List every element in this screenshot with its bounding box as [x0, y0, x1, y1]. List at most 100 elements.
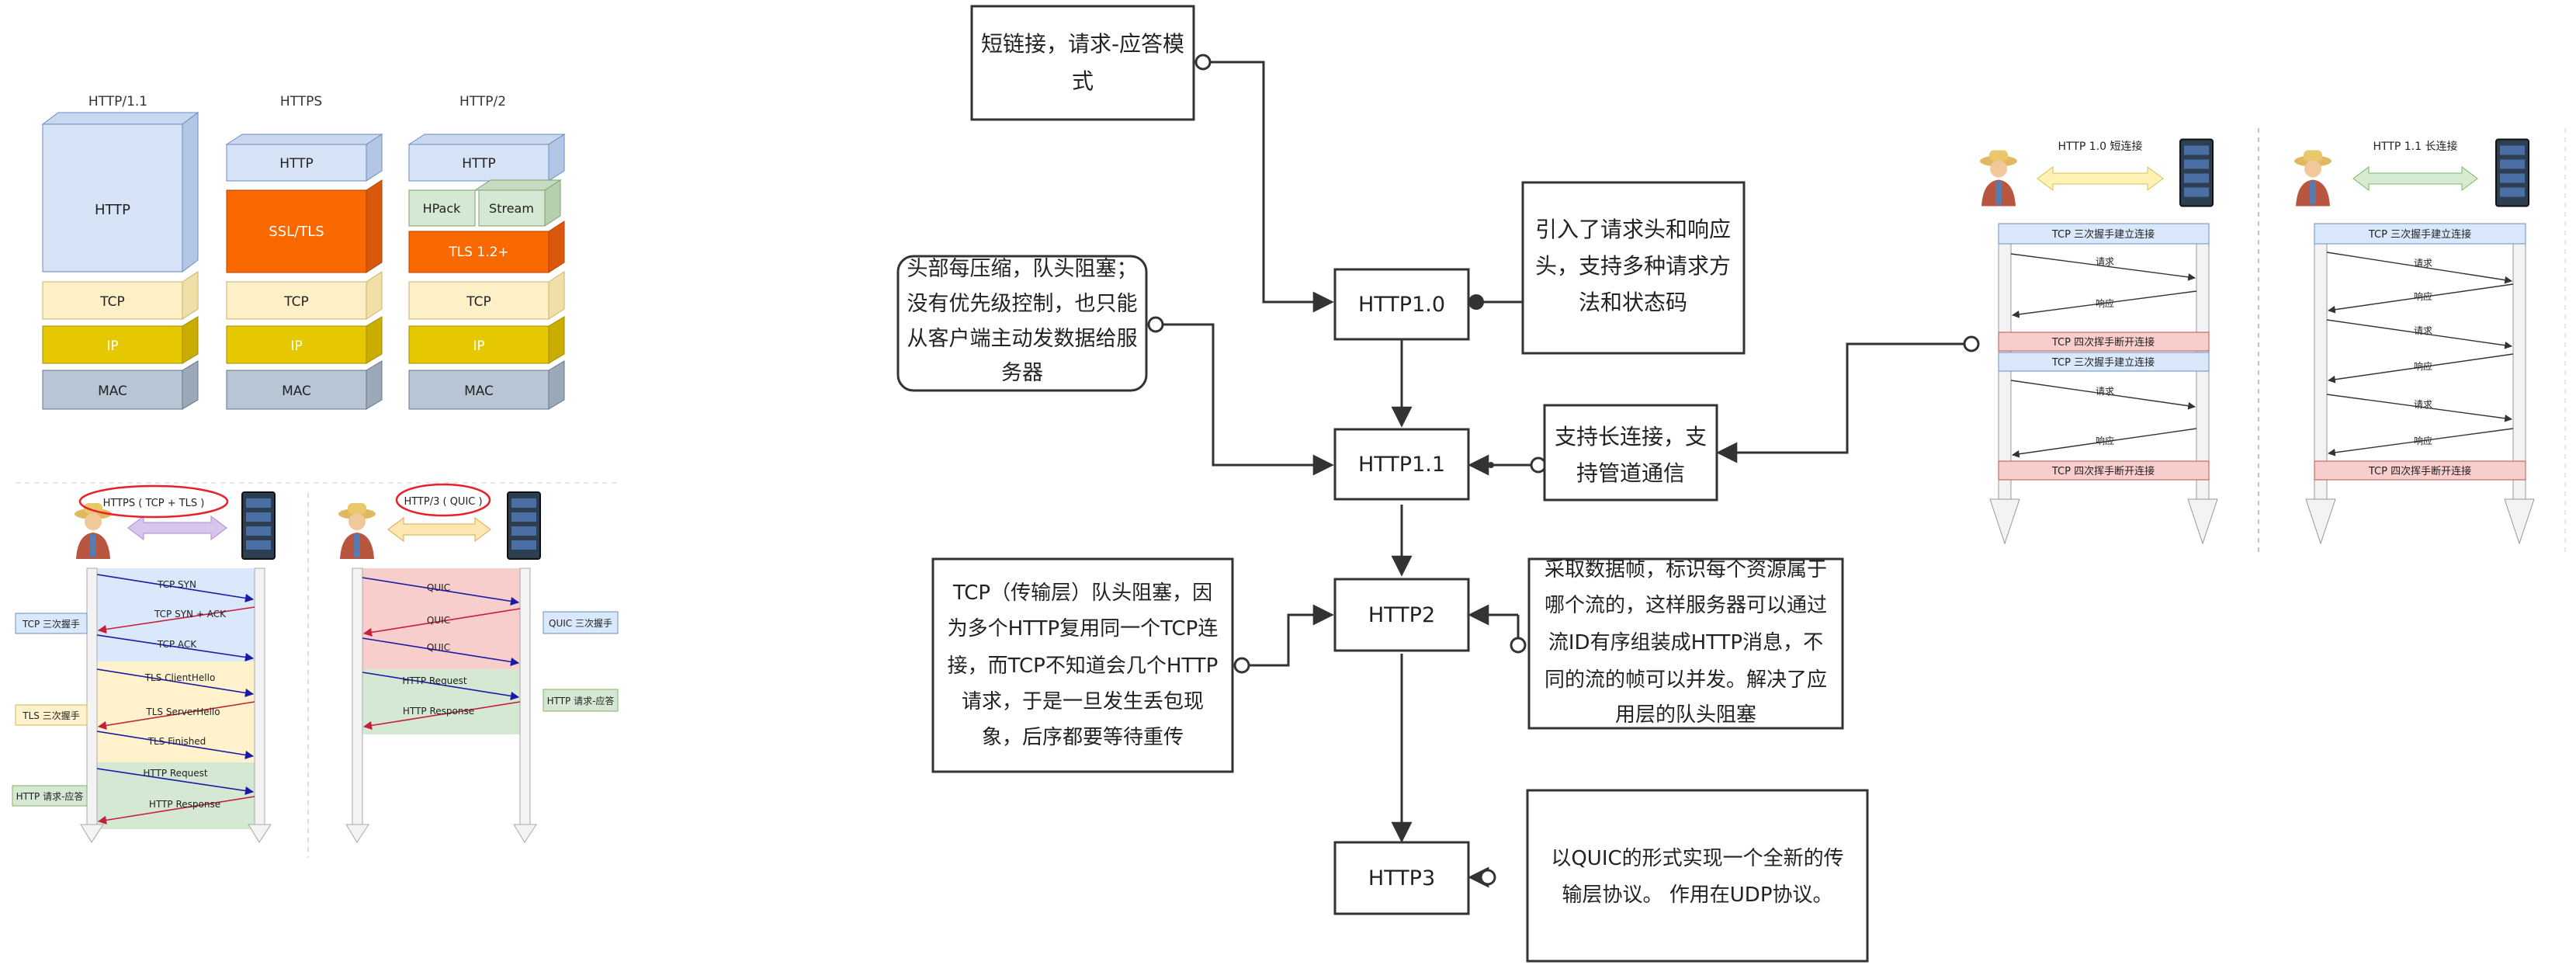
- seq-http3-title: HTTP/3 ( QUIC ): [404, 496, 482, 508]
- msg-label: TLS Finished: [147, 736, 206, 747]
- client-person-icon: [2294, 150, 2332, 207]
- layer-label: TLS 1.2+: [448, 245, 508, 260]
- msg-label: QUIC: [427, 642, 450, 653]
- note-line: 用层的队头阻塞: [1615, 703, 1756, 727]
- note-line: 头，支持多种请求方: [1535, 253, 1731, 279]
- stack-title-https: HTTPS: [280, 94, 322, 109]
- row-label: TCP 三次握手建立连接: [2368, 228, 2471, 241]
- row-label: 请求: [2096, 256, 2114, 267]
- layer-http: [408, 144, 550, 182]
- note-line: 式: [1072, 68, 1094, 94]
- msg-label: HTTP Response: [403, 706, 474, 717]
- node-label: HTTP2: [1368, 603, 1435, 627]
- row-label: TCP 四次挥手断开连接: [2051, 465, 2155, 477]
- layer-tcp: [226, 281, 367, 320]
- note-line: 同的流的帧可以并发。解决了应: [1545, 668, 1827, 692]
- phase-label: TCP 三次握手: [22, 618, 80, 630]
- layer-tcp: [408, 281, 550, 320]
- note-line: 没有优先级控制，也只能: [907, 292, 1138, 316]
- msg-label: TCP ACK: [157, 639, 197, 650]
- layer-ip: [226, 325, 367, 364]
- note-line: 流ID有序组装成HTTP消息，不: [1548, 631, 1823, 654]
- note-line: 请求，于是一旦发生丢包现: [962, 690, 1204, 713]
- node-http11: [1333, 428, 1470, 501]
- msg-label: TCP SYN + ACK: [154, 609, 227, 620]
- layer-label: HTTP: [462, 156, 496, 172]
- note-line: 短链接，请求-应答模: [981, 31, 1184, 57]
- note-line: 持管道通信: [1576, 460, 1685, 486]
- layer-label: IP: [106, 338, 118, 354]
- row-label: 响应: [2096, 297, 2114, 309]
- note-http2-desc: [1527, 557, 1844, 730]
- server-icon: [2179, 138, 2214, 207]
- layer-ip: [42, 325, 183, 364]
- msg-label: QUIC: [427, 615, 450, 626]
- layer-ip: [408, 325, 550, 364]
- phase-label: HTTP 请求-应答: [16, 790, 84, 802]
- note-line: 引入了请求头和响应: [1535, 217, 1731, 242]
- layer-label: HTTP: [279, 156, 314, 172]
- row-label: 请求: [2414, 399, 2432, 410]
- note-line: 为多个HTTP复用同一个TCP连: [948, 617, 1219, 640]
- conn-long-title: HTTP 1.1 长连接: [2373, 140, 2458, 153]
- stack-col-http2: HTTP HPack Stream TLS 1.2+ TCP IP MAC: [407, 134, 566, 410]
- conn-short-title: HTTP 1.0 短连接: [2058, 140, 2143, 153]
- stack-col-http11: HTTP TCP IP MAC: [41, 112, 199, 410]
- row-label: TCP 四次挥手断开连接: [2368, 465, 2471, 477]
- server-icon: [507, 491, 541, 560]
- row-label: TCP 三次握手建立连接: [2051, 356, 2155, 369]
- node-http2: [1333, 578, 1470, 652]
- note-line: 支持长连接，支: [1555, 424, 1707, 450]
- msg-label: QUIC: [427, 582, 450, 593]
- layer-label: TCP: [466, 294, 491, 310]
- note-line: 接，而TCP不知道会几个HTTP: [948, 654, 1219, 678]
- note-http10-desc: [1521, 181, 1746, 355]
- layer-label: SSL/TLS: [269, 224, 324, 240]
- msg-label: TCP SYN: [157, 579, 196, 590]
- stack-col-https: HTTP SSL/TLS TCP IP MAC: [225, 134, 383, 410]
- row-label: 响应: [2414, 360, 2432, 372]
- protocol-stack: HTTP/1.1 HTTP TCP IP MAC HTTPS HTTP SSL/…: [41, 94, 566, 410]
- node-label: HTTP1.0: [1358, 293, 1445, 317]
- row-label: 响应: [2414, 290, 2432, 302]
- note-tcp-hol: [931, 557, 1234, 773]
- node-http10: [1333, 268, 1470, 341]
- stack-title-http11: HTTP/1.1: [88, 94, 147, 109]
- note-line: TCP（传输层）队头阻塞，因: [952, 581, 1212, 605]
- evolution-flow: 短链接，请求-应答模 式 HTTP1.0 引入了请求头和响应 头，支持多种请求方…: [896, 5, 1980, 963]
- layer-label: MAC: [464, 384, 494, 399]
- msg-label: HTTP Request: [143, 768, 208, 779]
- layer-http: [226, 144, 367, 182]
- row-label: TCP 三次握手建立连接: [2051, 228, 2155, 241]
- layer-label: HTTP: [95, 202, 130, 218]
- layer-label: Stream: [489, 201, 534, 216]
- layer-label: IP: [290, 338, 302, 354]
- stack-title-http2: HTTP/2: [459, 94, 506, 109]
- note-line: 务器: [1001, 361, 1043, 385]
- conn-long: HTTP 1.1 长连接 TCP 三次握手建立连接 请求 响应 请求 响应 请求…: [2294, 138, 2535, 545]
- note-line: 象，后序都要等待重传: [982, 726, 1184, 749]
- row-label: TCP 四次挥手断开连接: [2051, 336, 2155, 349]
- layer-label: IP: [473, 338, 484, 354]
- msg-label: TLS ServerHello: [145, 706, 220, 717]
- client-person-icon: [1980, 150, 2017, 207]
- client-person-icon: [338, 503, 376, 559]
- phase-label: QUIC 三次握手: [549, 617, 612, 629]
- msg-label: HTTP Response: [149, 799, 220, 810]
- note-line: 输层协议。 作用在UDP协议。: [1562, 883, 1833, 907]
- server-icon: [2495, 138, 2530, 207]
- seq-https-title: HTTPS ( TCP + TLS ): [103, 498, 205, 509]
- node-label: HTTP3: [1368, 866, 1435, 890]
- row-label: 请求: [2414, 258, 2432, 269]
- note-line: 头部每压缩，队头阻塞；: [907, 257, 1138, 281]
- note-line: 法和状态码: [1579, 290, 1687, 315]
- layer-stream: [478, 189, 546, 227]
- row-label: 响应: [2414, 435, 2432, 446]
- layer-hpack: [408, 189, 476, 227]
- note-http11-issue: [896, 255, 1148, 392]
- layer-mac: [42, 370, 183, 410]
- layer-http: [42, 123, 183, 272]
- layer-label: MAC: [282, 384, 311, 399]
- note-line: 以QUIC的形式实现一个全新的传: [1551, 847, 1843, 870]
